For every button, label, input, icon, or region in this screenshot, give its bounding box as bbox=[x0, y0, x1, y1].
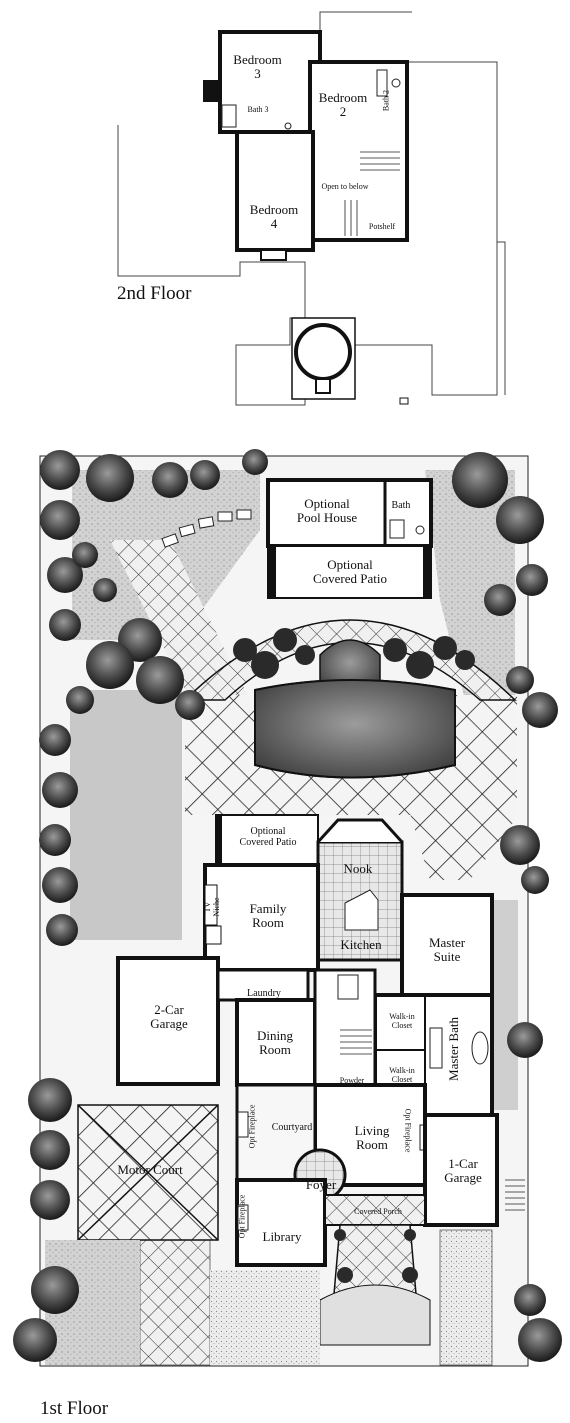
living-room-label: Living Room bbox=[354, 1123, 390, 1152]
bedroom-3-label: Bedroom 3 bbox=[233, 52, 282, 81]
library-label: Library bbox=[262, 1229, 302, 1244]
opt-fireplace-courtyard-label: Opt Fireplace bbox=[247, 1104, 257, 1149]
master-bath-label: Master Bath bbox=[446, 1017, 461, 1081]
potshelf-label: Potshelf bbox=[368, 222, 396, 231]
family-room-label: Family Room bbox=[249, 901, 287, 930]
nook-label: Nook bbox=[343, 861, 373, 876]
rear-covered-patio-label: Optional Covered Patio bbox=[239, 826, 297, 848]
laundry-label: Laundry bbox=[247, 988, 281, 999]
pool-covered-patio-label: Optional Covered Patio bbox=[312, 557, 387, 586]
tv-niche-label: TV Niche bbox=[203, 897, 221, 917]
first-floor-caption: 1st Floor bbox=[40, 1398, 109, 1419]
dining-room-label: Dining Room bbox=[256, 1028, 294, 1057]
opt-fireplace-living-label: Opt Fireplace bbox=[403, 1108, 413, 1153]
bath-2-label: Bath 2 bbox=[381, 89, 391, 112]
pool-house-label: Optional Pool House bbox=[296, 496, 358, 525]
powder-label: Powder bbox=[339, 1076, 365, 1085]
motor-court-label: Motor Court bbox=[117, 1162, 183, 1177]
walk-in-closet-2-label: Walk-in Closet bbox=[389, 1066, 415, 1084]
open-to-below-label: Open to below bbox=[321, 182, 369, 191]
second-floor-caption: 2nd Floor bbox=[117, 283, 192, 304]
courtyard-label: Courtyard bbox=[271, 1122, 313, 1133]
foyer-label: Foyer bbox=[305, 1177, 337, 1192]
first-floor-plan bbox=[13, 449, 562, 1367]
bath-3-label: Bath 3 bbox=[247, 105, 269, 114]
one-car-garage-label: 1-Car Garage bbox=[444, 1156, 482, 1185]
covered-porch-label: Covered Porch bbox=[354, 1207, 402, 1216]
bedroom-4-label: Bedroom 4 bbox=[249, 202, 299, 231]
second-floor-plan bbox=[117, 11, 506, 406]
master-suite-label: Master Suite bbox=[428, 935, 466, 964]
bedroom-2-label: Bedroom 2 bbox=[318, 90, 368, 119]
kitchen-label: Kitchen bbox=[340, 937, 382, 952]
walk-in-closet-1-label: Walk-in Closet bbox=[389, 1012, 415, 1030]
pool-bath-label: Bath bbox=[391, 500, 411, 511]
opt-fireplace-library-label: Opt Fireplace bbox=[237, 1194, 247, 1239]
two-car-garage-label: 2-Car Garage bbox=[150, 1002, 188, 1031]
